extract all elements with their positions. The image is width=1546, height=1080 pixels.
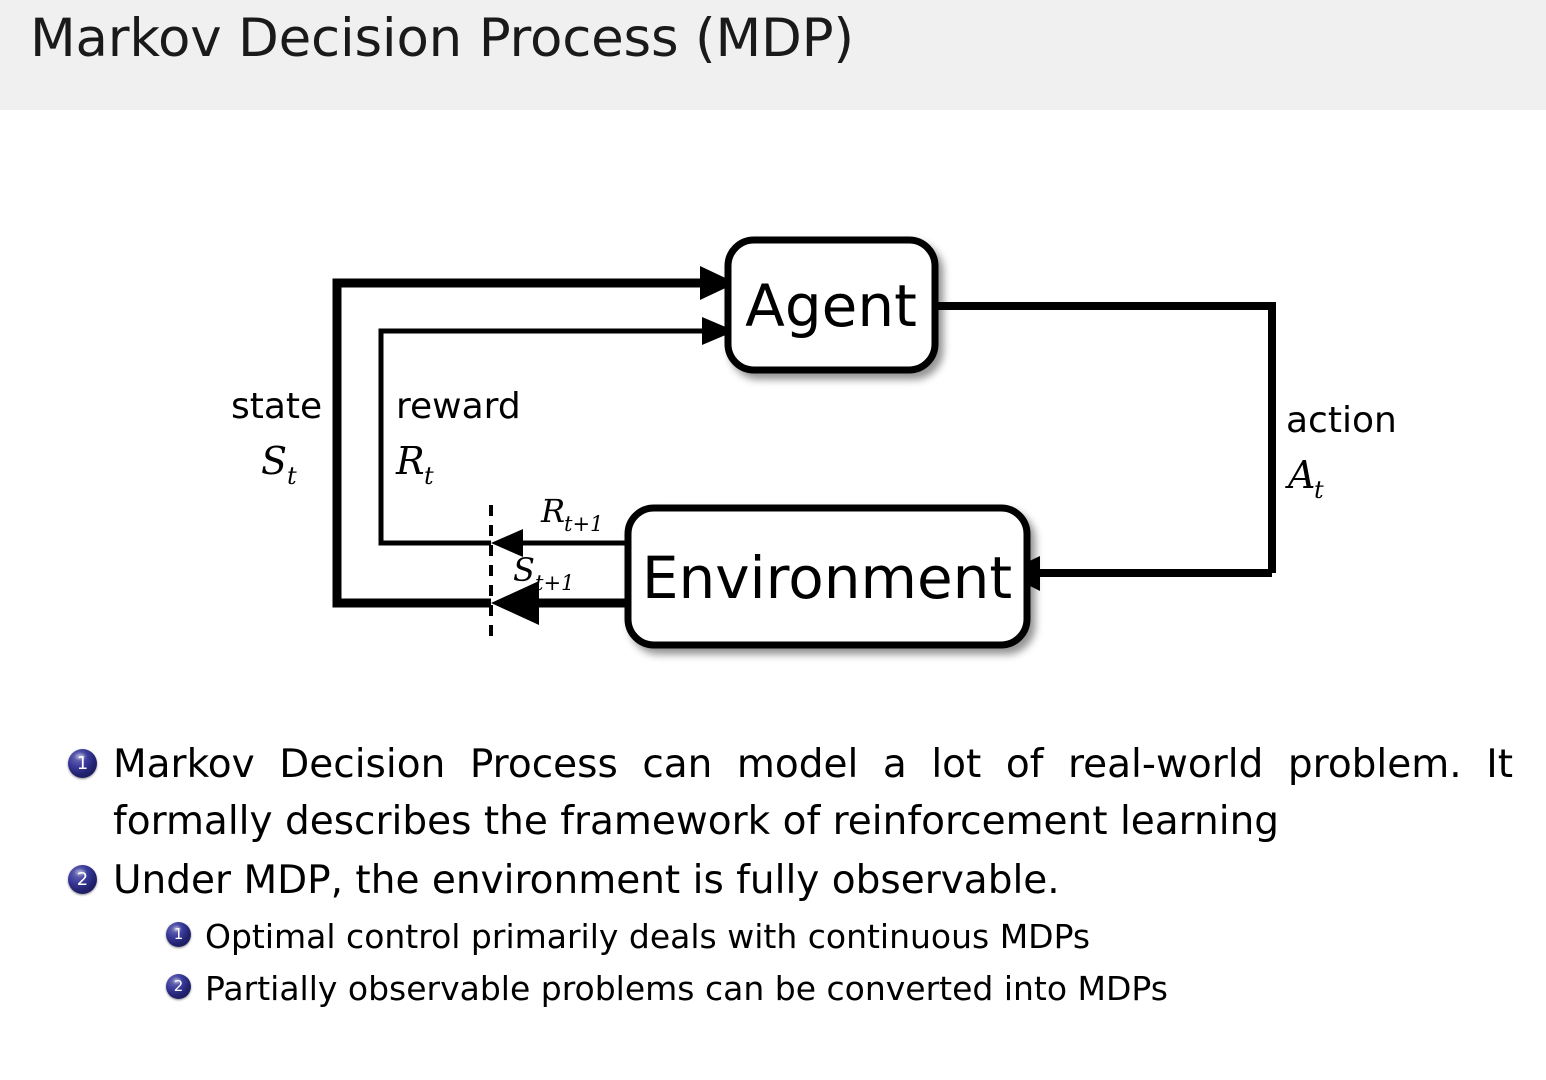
bullet-badge-1: 1 [68, 749, 97, 778]
label-state-word: state [231, 386, 322, 427]
list-item: 1 Optimal control primarily deals with c… [0, 911, 1546, 963]
node-environment: Environment [624, 504, 1031, 649]
diagram-container: Agent Environment state S t reward R t a… [0, 110, 1546, 710]
label-reward-next: R t+1 [540, 492, 603, 536]
node-agent-label: Agent [745, 272, 917, 340]
label-state-next: S t+1 [513, 551, 574, 595]
label-reward-next-symbol: R [540, 492, 565, 530]
node-agent: Agent [724, 236, 939, 374]
agent-environment-loop-diagram: Agent Environment state S t reward R t a… [231, 236, 1397, 649]
edge-reward-wire [378, 317, 735, 546]
bullet-text-1: Markov Decision Process can model a lot … [113, 742, 1513, 844]
label-reward-subscript: t [424, 462, 434, 490]
edge-state-wire [332, 266, 736, 608]
sub-bullet-text-2: Partially observable problems can be con… [205, 969, 1168, 1008]
sub-bullet-text-1: Optimal control primarily deals with con… [205, 917, 1091, 956]
page-title: Markov Decision Process (MDP) [30, 8, 854, 69]
label-state-symbol: S [261, 439, 287, 483]
node-environment-label: Environment [642, 544, 1012, 612]
sub-bullet-badge-1: 1 [166, 922, 191, 947]
label-reward-symbol: R [395, 439, 425, 483]
list-item: 1 Markov Decision Process can model a lo… [0, 736, 1546, 850]
bullet-list: 1 Markov Decision Process can model a lo… [0, 736, 1546, 1015]
list-item: 2 Partially observable problems can be c… [0, 963, 1546, 1015]
label-state-subscript: t [287, 462, 297, 490]
label-action-subscript: t [1314, 476, 1324, 504]
bullet-text-2: Under MDP, the environment is fully obse… [113, 858, 1060, 903]
bullet-badge-2: 2 [68, 865, 97, 894]
edge-reward-next-wire [491, 529, 628, 557]
edge-state-next-wire [491, 581, 628, 625]
list-item: 2 Under MDP, the environment is fully ob… [0, 852, 1546, 909]
label-action-word: action [1286, 400, 1397, 441]
label-reward-next-subscript: t+1 [564, 512, 603, 536]
label-state-next-symbol: S [513, 551, 535, 589]
label-reward: reward R t [395, 386, 521, 490]
label-state: state S t [231, 386, 322, 490]
label-reward-word: reward [396, 386, 521, 427]
slide-header-band: Markov Decision Process (MDP) [0, 0, 1546, 110]
label-action-symbol: A [1285, 453, 1315, 497]
label-action: action A t [1285, 400, 1397, 504]
label-state-next-subscript: t+1 [535, 571, 574, 595]
sub-bullet-badge-2: 2 [166, 974, 191, 999]
